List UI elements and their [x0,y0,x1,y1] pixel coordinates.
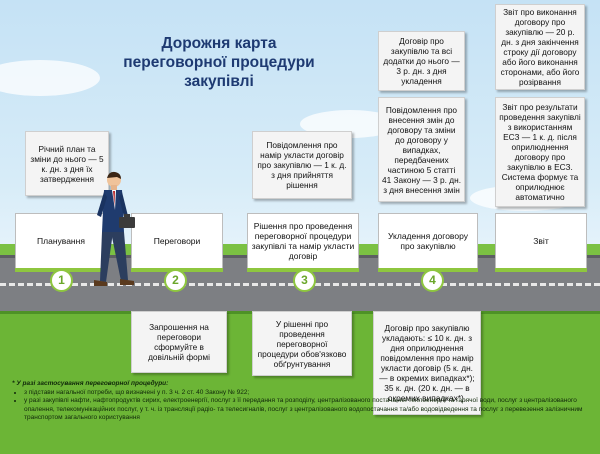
note-decision-justification: У рішенні про проведення переговорної пр… [252,311,352,376]
footnote-title: * У разі застосування переговорної проце… [12,380,169,387]
cloud-shape [0,60,100,96]
page-title: Дорожня карта переговорної процедури зак… [123,35,315,90]
note-plan: Річний план та зміни до нього — 5 к. дн.… [25,131,109,196]
footnote: * У разі застосування переговорної проце… [12,380,598,423]
stage-contract: Укладення договору про закупівлю [378,213,478,272]
footnote-item: з підстави нагальної потреби, що визначе… [24,389,598,398]
note-contract-changes: Повідомлення про внесення змін до догово… [378,97,465,202]
step-number-2: 2 [164,269,187,292]
note-invitation: Запрошення на переговори сформуйте в дов… [131,311,227,373]
note-contract-publication: Договір про закупівлю та всі додатки до … [378,31,465,91]
note-intent: Повідомлення про намір укласти договір п… [252,131,352,199]
note-report-execution: Звіт про виконання договору про закупівл… [495,4,585,90]
step-number-3: 3 [293,269,316,292]
note-report-results: Звіт про результати проведення закупівлі… [495,97,585,207]
step-number-1: 1 [50,269,73,292]
stage-report: Звіт [495,213,587,272]
note-contract-terms: Договір про закупівлю укладають: ≤ 10 к.… [373,311,481,415]
stage-decision: Рішення про проведення переговорної проц… [247,213,359,272]
footnote-list: з підстави нагальної потреби, що визначе… [12,389,598,423]
stage-negotiations: Переговори [131,213,223,272]
step-number-4: 4 [421,269,444,292]
footnote-item: у разі закупівлі нафти, нафтопродуктів с… [24,397,598,423]
walking-businessman-illustration [94,171,135,286]
